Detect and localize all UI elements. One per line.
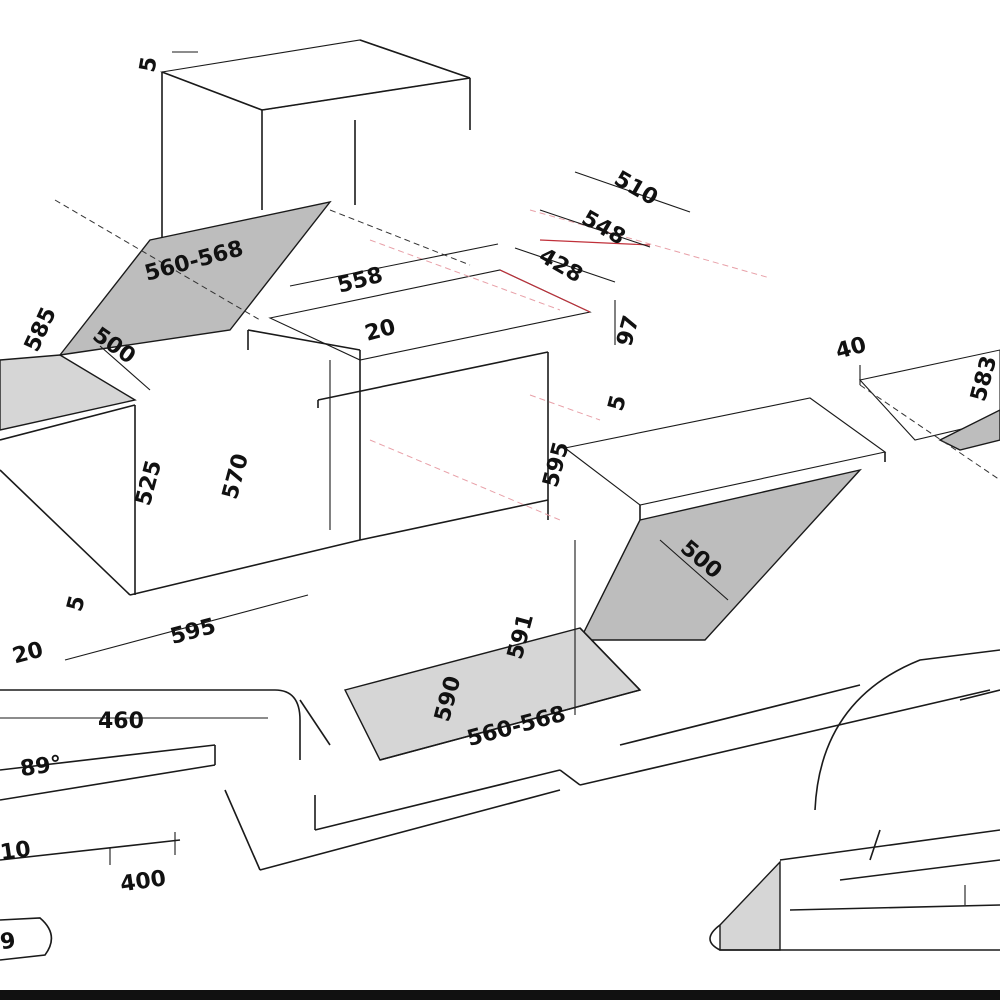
dim-595-vert: 595 (539, 439, 575, 490)
dim-left-20: 20 (10, 637, 46, 669)
dim-5-mid: 5 (604, 393, 632, 414)
upper-left-cabinet (0, 39, 771, 596)
lower-left-trim (0, 689, 301, 961)
dim-height-525: 525 (131, 458, 167, 509)
dim-558: 558 (335, 263, 386, 299)
dim-583: 583 (966, 353, 1000, 404)
dim-10-lower: 10 (0, 837, 32, 866)
dim-9-bottom: 9 (0, 928, 17, 955)
dim-angle: 89° (19, 751, 64, 782)
upper-light-panel (0, 354, 137, 431)
right-appliance (259, 349, 1000, 951)
dim-428: 428 (534, 244, 586, 289)
dim-left-depth: 585 (20, 304, 62, 356)
dimension-lines (0, 51, 966, 905)
dim-height-570: 570 (218, 451, 254, 502)
dim-small-5: 5 (63, 593, 91, 614)
bottom-bar (0, 990, 1000, 1000)
dim-400: 400 (119, 866, 168, 897)
right-gray-panel (578, 468, 863, 641)
dim-40-right: 40 (833, 333, 869, 365)
dim-97: 97 (613, 313, 645, 349)
dim-20-mid: 20 (362, 315, 398, 347)
dim-top-gap: 5 (135, 55, 162, 74)
upper-gray-panel (58, 200, 332, 356)
dim-width-595: 595 (168, 614, 219, 650)
dim-top-510: 510 (610, 166, 662, 211)
dim-460: 460 (98, 709, 144, 734)
